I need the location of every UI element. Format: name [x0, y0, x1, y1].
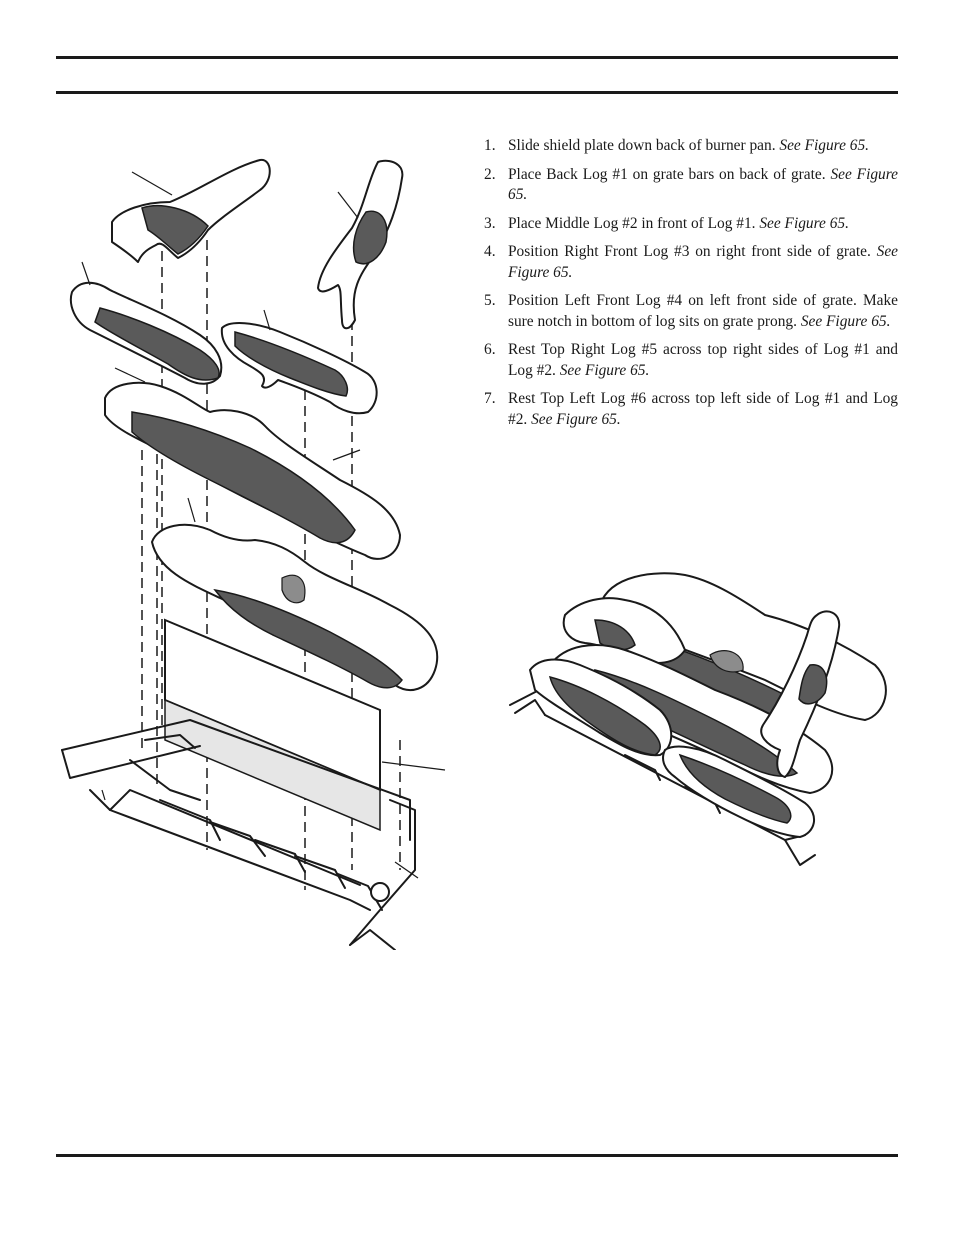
step-text: Rest Top Right Log #5 across top right s… [508, 341, 898, 379]
assembled-top-right-log [760, 610, 841, 778]
instruction-list: 1. Slide shield plate down back of burne… [484, 136, 898, 438]
step-number: 5. [484, 292, 496, 309]
left-front-log [70, 261, 223, 385]
figure-reference: See Figure 65. [559, 361, 650, 379]
right-front-log [220, 309, 378, 415]
figure-reference: See Figure 65. [531, 410, 621, 428]
figure-reference: See Figure 65. [779, 137, 870, 154]
figure-reference: See Figure 65. [800, 312, 891, 330]
step-text-wrapper: Place Middle Log #2 in front of Log #1. … [508, 214, 898, 235]
header-rule-top [56, 56, 898, 59]
step-text-wrapper: Position Right Front Log #3 on right fro… [508, 242, 898, 283]
instruction-step: 7. Rest Top Left Log #6 across top left … [484, 389, 898, 430]
step-text-wrapper: Place Back Log #1 on grate bars on back … [508, 165, 898, 206]
step-text: Position Left Front Log #4 on left front… [508, 292, 898, 330]
middle-log [151, 497, 439, 691]
step-text: Rest Top Left Log #6 across top left sid… [508, 390, 898, 428]
step-number: 2. [484, 165, 496, 183]
assembled-right-front-log [662, 745, 815, 838]
figure-reference: See Figure 65. [508, 165, 898, 204]
instruction-step: 5. Position Left Front Log #4 on left fr… [484, 291, 898, 332]
figure-reference: See Figure 65. [508, 243, 898, 281]
exploded-log-diagram [61, 158, 446, 950]
step-text: Place Middle Log #2 in front of Log #1. [508, 214, 760, 232]
step-text-wrapper: Rest Top Left Log #6 across top left sid… [508, 389, 898, 430]
step-text-wrapper: Position Left Front Log #4 on left front… [508, 291, 898, 332]
back-log [104, 367, 401, 560]
instruction-step: 1. Slide shield plate down back of burne… [484, 136, 898, 157]
step-number: 1. [484, 137, 496, 154]
step-text-wrapper: Slide shield plate down back of burner p… [508, 136, 898, 157]
instruction-step: 4. Position Right Front Log #3 on right … [484, 242, 898, 283]
step-text: Position Right Front Log #3 on right fro… [508, 243, 877, 260]
grate [61, 719, 419, 950]
assembled-top-left-log [562, 597, 686, 664]
instruction-step: 2. Place Back Log #1 on grate bars on ba… [484, 165, 898, 206]
instruction-step: 6. Rest Top Right Log #5 across top righ… [484, 340, 898, 381]
step-text: Slide shield plate down back of burner p… [508, 137, 780, 154]
step-number: 3. [484, 214, 496, 232]
assembled-log-diagram [509, 572, 887, 866]
top-left-log [111, 158, 271, 263]
header-rule-bottom [56, 91, 898, 94]
top-right-log [317, 159, 404, 330]
assembled-left-front-log [529, 658, 673, 757]
step-number: 4. [484, 243, 496, 260]
footer-rule [56, 1154, 898, 1157]
figure-reference: See Figure 65. [759, 214, 849, 232]
step-number: 6. [484, 341, 496, 358]
shield-plate [164, 618, 446, 832]
step-number: 7. [484, 390, 496, 407]
step-text: Place Back Log #1 on grate bars on back … [508, 165, 831, 183]
instruction-step: 3. Place Middle Log #2 in front of Log #… [484, 214, 898, 235]
step-text-wrapper: Rest Top Right Log #5 across top right s… [508, 340, 898, 381]
